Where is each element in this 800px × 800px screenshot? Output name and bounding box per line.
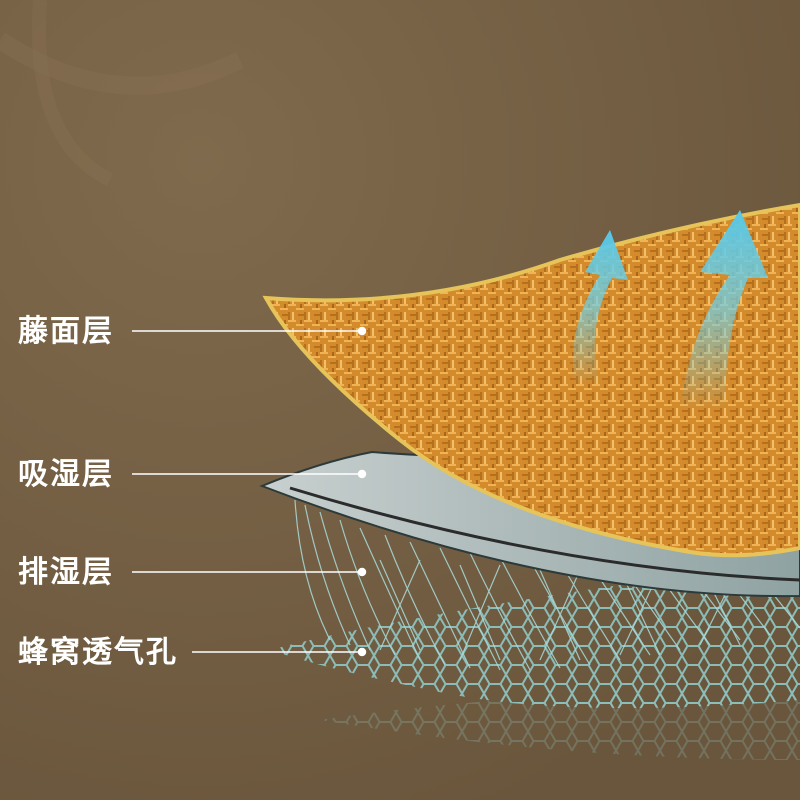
leader-lines <box>132 326 367 657</box>
airflow-arrow-icon <box>572 210 768 410</box>
rattan-layer-sheet <box>262 202 800 558</box>
absorb-layer-label: 吸湿层 <box>18 457 114 492</box>
drain-layer-label: 排湿层 <box>18 555 114 590</box>
honeycomb-layer <box>270 560 800 760</box>
honeycomb-vent-label: 蜂窝透气孔 <box>18 635 178 670</box>
rattan-layer-label: 藤面层 <box>18 314 114 349</box>
